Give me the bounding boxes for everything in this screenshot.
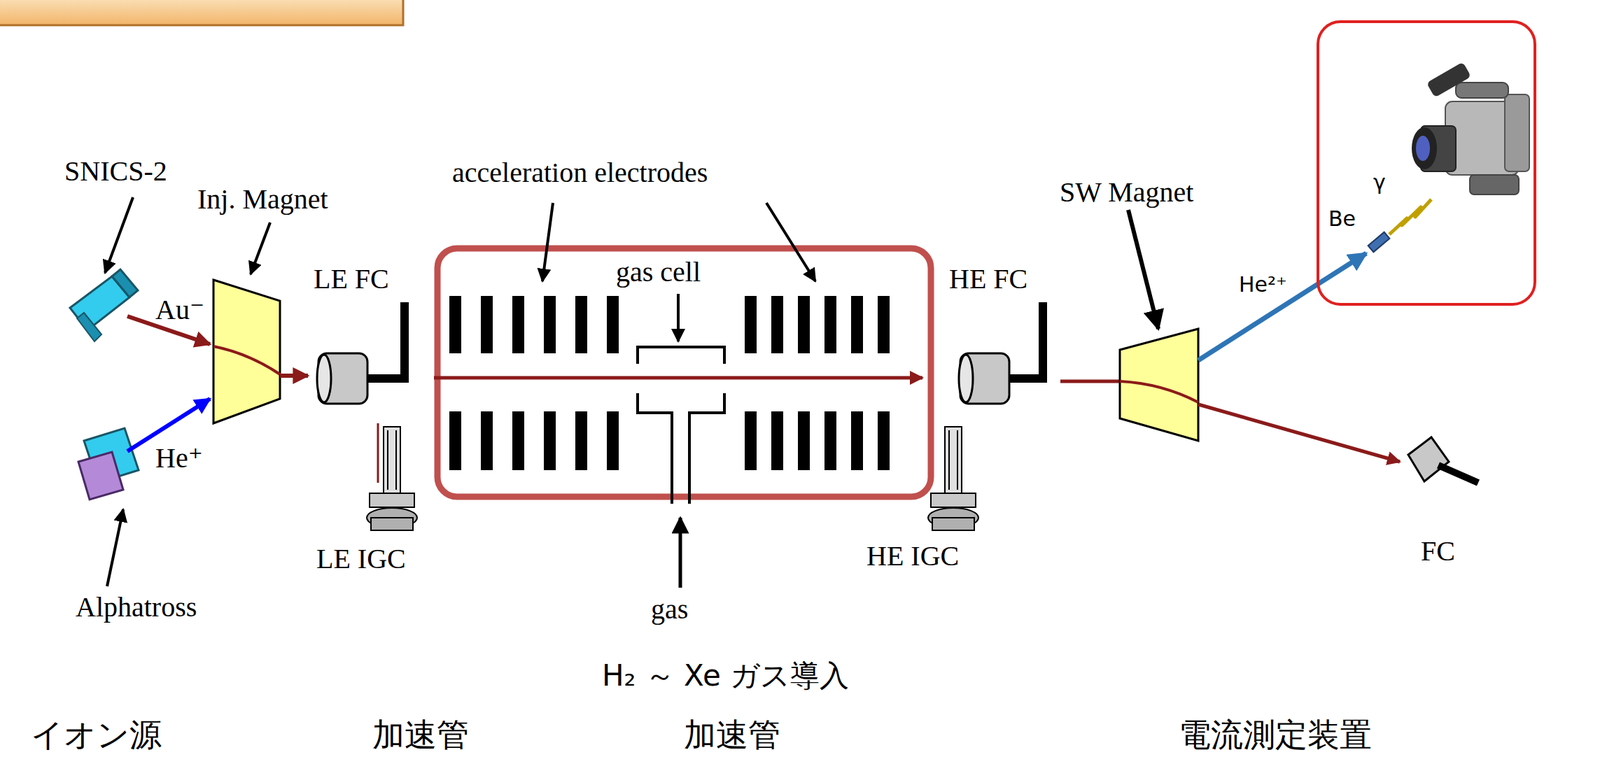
part-label: gas (650, 593, 689, 626)
electrode-bar (877, 411, 890, 471)
electrode-bar (512, 296, 525, 354)
leader-line (542, 202, 553, 282)
video-camera (1411, 62, 1530, 195)
electrode-bar (480, 296, 493, 354)
part-label: gas cell (615, 256, 701, 289)
ion-gauge-he (928, 426, 979, 531)
beam (433, 376, 923, 381)
leader-line (250, 222, 271, 275)
section-label: 加速管 (372, 716, 469, 754)
gamma-ray (1389, 199, 1432, 235)
faraday-cup (1408, 437, 1479, 483)
leader-line (1128, 209, 1159, 329)
acceleration-electrodes (449, 296, 890, 471)
beam (1198, 404, 1400, 462)
electrode-bar (824, 296, 837, 354)
switching-magnet (1119, 328, 1199, 441)
leader-line (104, 197, 133, 273)
part-label: SNICS-2 (64, 155, 168, 188)
electrode-bar (575, 296, 588, 354)
header-bar (0, 0, 404, 26)
electrode-bar (851, 411, 863, 471)
ion-source-snics (69, 269, 138, 342)
gas-inlet-arrow (678, 517, 683, 588)
faraday-cup-he (958, 302, 1043, 404)
electrode-bar (851, 296, 863, 354)
part-label: SW Magnet (1059, 176, 1194, 209)
electrode-bar (543, 296, 556, 354)
beam-curve (213, 346, 280, 375)
part-label: acceleration electrodes (452, 156, 708, 189)
faraday-cup-le (317, 302, 405, 404)
electrode-bar (449, 296, 462, 354)
electrode-bar (797, 296, 810, 354)
detector-box (1317, 21, 1535, 305)
electrode-bar (797, 411, 810, 471)
electrode-bar (606, 411, 619, 471)
radiation-label: γ (1373, 170, 1386, 196)
leader-line (766, 202, 816, 282)
electrode-bar (575, 411, 588, 471)
electrode-bar (606, 296, 619, 354)
note-label: H₂ ～ Xe ガス導入 (601, 659, 849, 693)
beam-label: He²⁺ (1238, 272, 1288, 298)
section-label: 電流測定装置 (1178, 716, 1372, 754)
leader-line (107, 509, 124, 587)
electrode-bar (512, 411, 525, 471)
part-label: LE IGC (316, 543, 406, 576)
electrode-bar (744, 296, 757, 354)
electrode-bar (449, 411, 462, 471)
electrode-bar (771, 411, 784, 471)
beam-label: He⁺ (155, 442, 203, 475)
ion-gauge-le (366, 423, 418, 531)
beam-label: Au⁻ (155, 293, 205, 327)
part-label: FC (1420, 535, 1456, 568)
electrode-bar (543, 411, 556, 471)
beam (279, 373, 308, 378)
beam (1060, 380, 1120, 384)
section-label: 加速管 (683, 716, 781, 754)
part-label: Be (1328, 207, 1356, 232)
he2-beam (1198, 253, 1367, 361)
part-label: LE FC (313, 263, 390, 296)
electrode-bar (771, 296, 784, 354)
section-label: イオン源 (30, 716, 162, 754)
ion-source-alphatross (78, 428, 139, 500)
part-label: Inj. Magnet (197, 183, 329, 216)
accelerator-tank (437, 248, 931, 497)
leader-line (676, 293, 680, 342)
be-target (1368, 232, 1391, 252)
electrode-bar (480, 411, 493, 471)
part-label: Alphatross (75, 591, 197, 624)
electrode-bar (877, 296, 890, 354)
beam-curve (1119, 381, 1199, 403)
gas-cell (637, 347, 725, 504)
electrode-bar (824, 411, 837, 471)
part-label: HE FC (949, 263, 1028, 296)
injection-magnet (213, 279, 280, 424)
electrode-bar (744, 411, 757, 471)
part-label: HE IGC (866, 540, 959, 573)
